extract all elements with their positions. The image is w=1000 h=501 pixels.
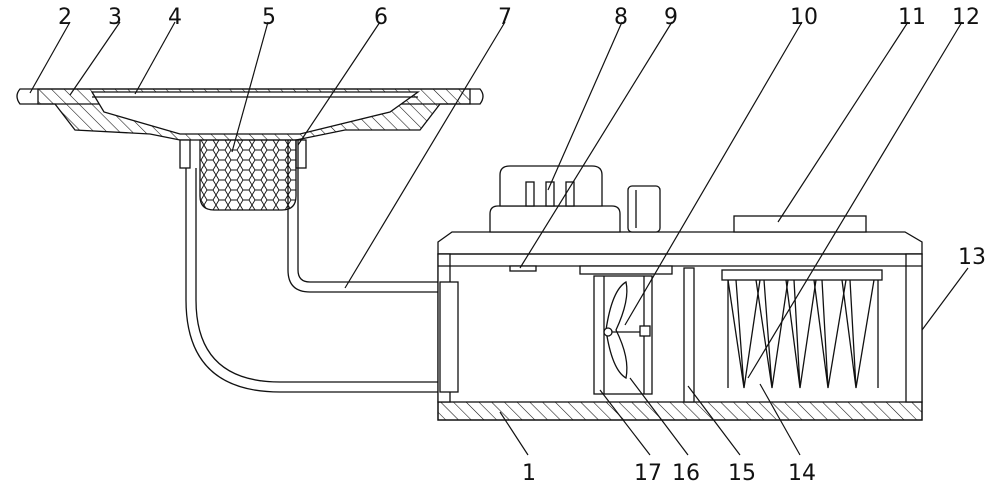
partition [683, 267, 695, 403]
honeycomb-filter [199, 139, 297, 211]
callout-13: 13 [958, 245, 986, 270]
left-lug [179, 139, 191, 169]
callout-1: 1 [522, 461, 536, 486]
housing-lid [437, 231, 923, 255]
callout-12: 12 [952, 5, 980, 30]
callout-11: 11 [898, 5, 926, 30]
housing-bottom [437, 401, 923, 421]
callout-17: 17 [634, 461, 662, 486]
leader-lines [29, 21, 969, 456]
housing [437, 165, 923, 421]
callout-15: 15 [728, 461, 756, 486]
callout-8: 8 [614, 5, 628, 30]
callout-9: 9 [664, 5, 678, 30]
callout-labels: 2 3 4 5 6 7 8 9 10 11 12 13 1 17 16 15 1… [58, 5, 986, 486]
callout-4: 4 [168, 5, 182, 30]
motor [489, 205, 621, 233]
callout-14: 14 [788, 461, 816, 486]
drain-cover-assembly [16, 88, 484, 211]
fan-blade [605, 280, 628, 380]
callout-7: 7 [498, 5, 512, 30]
small-cylinder [627, 185, 661, 233]
callout-5: 5 [262, 5, 276, 30]
strainer-cone [90, 91, 421, 135]
callout-2: 2 [58, 5, 72, 30]
inlet-collar [439, 281, 459, 393]
spring-cartridge [721, 269, 883, 389]
top-plate [733, 215, 867, 233]
callout-16: 16 [672, 461, 700, 486]
callout-3: 3 [108, 5, 122, 30]
elbow-pipe [185, 140, 448, 393]
bracket [509, 265, 537, 272]
callout-10: 10 [790, 5, 818, 30]
callout-6: 6 [374, 5, 388, 30]
